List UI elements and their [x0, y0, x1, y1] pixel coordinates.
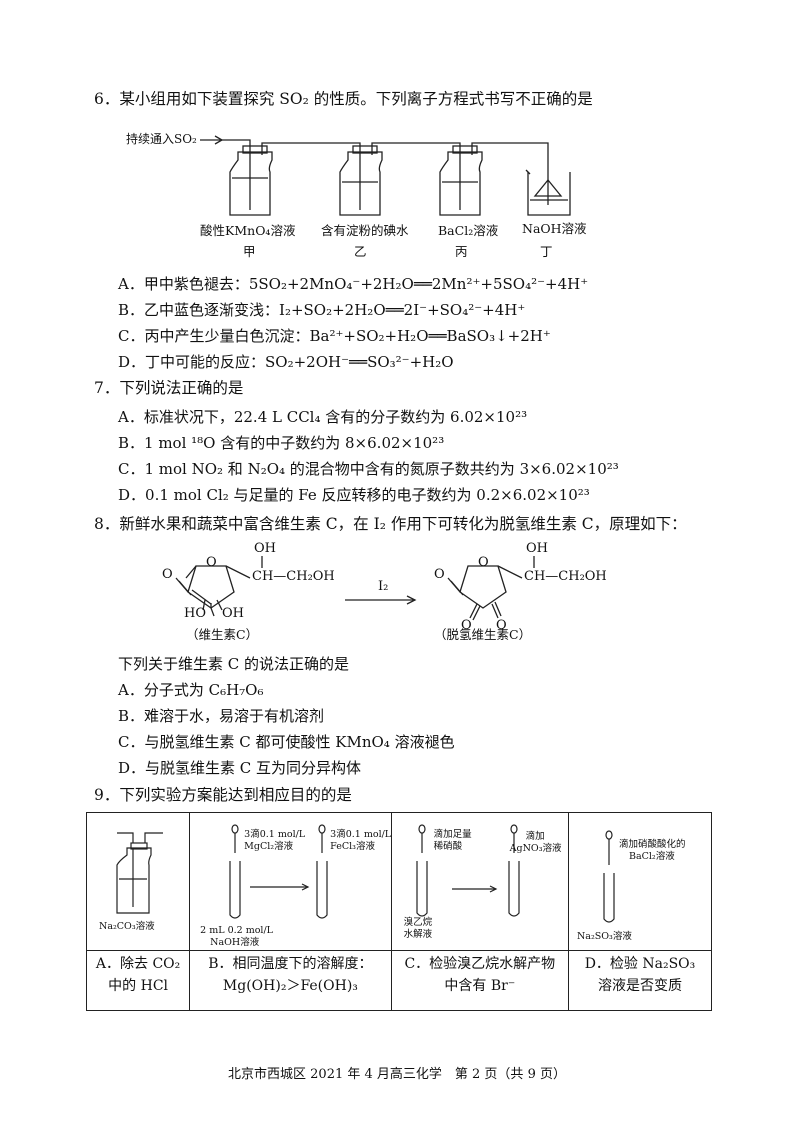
q7-option-a: A．标准状况下，22.4 L CCl₄ 含有的分子数约为 6.02×10²³: [118, 408, 528, 426]
gas-washing-bottle-icon: [116, 832, 163, 914]
d-cap2: 溶液是否变质: [597, 978, 682, 994]
q8-stem: 8．新鲜水果和蔬菜中富含维生素 C，在 I₂ 作用下可转化为脱氢维生素 C，原理…: [94, 515, 687, 533]
bottle-bing-name: 丙: [455, 244, 468, 259]
vc-oh-right: OH: [222, 606, 244, 621]
cell-a-label: Na₂CO₃溶液: [99, 921, 155, 932]
vc-name: （维生素C）: [186, 627, 259, 642]
vc-ho-left: HO: [184, 606, 206, 621]
d-drop1b: BaCl₂溶液: [628, 851, 675, 862]
tube-sequence-c: [416, 824, 520, 917]
q9-experiment-table: Na₂CO₃溶液 3滴0.1 mol/L MgCl₂溶液 3滴0.1 mol/L…: [85, 812, 713, 1011]
vc-chain: CH—CH₂OH: [252, 569, 335, 584]
bottle-bing-label: BaCl₂溶液: [438, 223, 499, 238]
cell-a-figure: Na₂CO₃溶液: [85, 812, 191, 951]
b-drop1: 3滴0.1 mol/L: [244, 829, 306, 840]
vitamin-c-structures: [175, 556, 535, 621]
q6-option-b: B．乙中蓝色逐渐变浅：I₂+SO₂+2H₂O══2I⁻+SO₄²⁻+4H⁺: [118, 301, 526, 319]
cell-a-caption: A．除去 CO₂ 中的 HCl: [85, 950, 191, 1011]
q7-option-d: D．0.1 mol Cl₂ 与足量的 Fe 反应转移的电子数约为 0.2×6.0…: [118, 486, 590, 504]
c-tubeb: 水解液: [403, 929, 433, 940]
cell-d-figure: 滴加硝酸酸化的 BaCl₂溶液 Na₂SO₃溶液: [567, 812, 713, 951]
dhvc-ring-o: O: [478, 555, 489, 570]
reagent-i2: I₂: [378, 579, 389, 594]
c-drop1b: 稀硝酸: [433, 841, 463, 852]
beaker-ding-name: 丁: [540, 244, 553, 259]
q9-stem: 9．下列实验方案能达到相应目的的是: [94, 786, 352, 804]
tube-d: [603, 830, 615, 923]
b-cap2: Mg(OH)₂＞Fe(OH)₃: [222, 978, 358, 994]
b-drop2b: FeCl₃溶液: [330, 841, 375, 852]
q8-option-c: C．与脱氢维生素 C 都可使酸性 KMnO₄ 溶液褪色: [118, 733, 455, 751]
q8-sub-stem: 下列关于维生素 C 的说法正确的是: [118, 655, 350, 673]
c-tube: 溴乙烷: [403, 917, 433, 928]
b-drop2: 3滴0.1 mol/L: [330, 829, 392, 840]
apparatus-diagram: [200, 135, 571, 216]
q8-option-d: D．与脱氢维生素 C 互为同分异构体: [118, 759, 362, 777]
dhvc-o-bottom-left: O: [461, 618, 472, 633]
d-tube: Na₂SO₃溶液: [576, 931, 632, 942]
bottle-yi-name: 乙: [354, 244, 367, 259]
dhvc-o-bottom-right: O: [496, 618, 507, 633]
a-cap1: A．除去 CO₂: [95, 956, 181, 972]
cell-b-caption: B．相同温度下的溶解度： Mg(OH)₂＞Fe(OH)₃: [189, 950, 392, 1011]
cell-b-figure: 3滴0.1 mol/L MgCl₂溶液 3滴0.1 mol/L FeCl₃溶液 …: [189, 812, 392, 951]
vc-ring-o: O: [206, 555, 217, 570]
beaker-ding-label: NaOH溶液: [522, 221, 587, 236]
cell-d-caption: D．检验 Na₂SO₃ 溶液是否变质: [567, 950, 713, 1011]
cell-c-figure: 滴加足量 稀硝酸 滴加 AgNO₃溶液 溴乙烷 水解液: [390, 812, 569, 951]
c-drop2b: AgNO₃溶液: [509, 843, 562, 854]
q6-option-d: D．丁中可能的反应：SO₂+2OH⁻══SO₃²⁻+H₂O: [118, 353, 454, 371]
d-drop1: 滴加硝酸酸化的: [618, 839, 686, 850]
d-cap1: D．检验 Na₂SO₃: [584, 956, 696, 972]
q8-option-a: A．分子式为 C₆H₇O₆: [118, 681, 264, 699]
q6-option-c: C．丙中产生少量白色沉淀：Ba²⁺+SO₂+H₂O══BaSO₃↓+2H⁺: [118, 327, 551, 345]
inlet-label: 持续通入SO₂: [126, 132, 197, 146]
b-drop1b: MgCl₂溶液: [244, 841, 294, 852]
dhvc-o-left: O: [434, 567, 445, 582]
c-drop2: 滴加: [525, 831, 545, 842]
c-cap2: 中含有 Br⁻: [444, 978, 516, 994]
vc-oh-top: OH: [254, 541, 276, 556]
q6-stem: 6．某小组用如下装置探究 SO₂ 的性质。下列离子方程式书写不正确的是: [94, 90, 593, 108]
dhvc-oh-top: OH: [526, 541, 548, 556]
dhvc-chain: CH—CH₂OH: [524, 569, 607, 584]
q8-option-b: B．难溶于水，易溶于有机溶剂: [118, 707, 325, 725]
tube-sequence-b: [229, 824, 328, 919]
b-tube: 2 mL 0.2 mol/L: [200, 925, 273, 936]
c-cap1: C．检验溴乙烷水解产物: [404, 956, 556, 972]
b-tubeb: NaOH溶液: [210, 937, 260, 948]
vc-o-left: O: [162, 567, 173, 582]
dhvc-name: （脱氢维生素C）: [434, 627, 532, 642]
b-cap1: B．相同温度下的溶解度：: [208, 956, 373, 972]
bottle-jia-label: 酸性KMnO₄溶液: [200, 223, 296, 238]
a-cap2: 中的 HCl: [108, 978, 169, 994]
c-drop1: 滴加足量: [433, 829, 472, 840]
cell-c-caption: C．检验溴乙烷水解产物 中含有 Br⁻: [390, 950, 569, 1011]
q7-stem: 7．下列说法正确的是: [94, 379, 244, 397]
bottle-jia-name: 甲: [243, 244, 256, 259]
bottle-yi-label: 含有淀粉的碘水: [321, 223, 409, 238]
q6-option-a: A．甲中紫色褪去：5SO₂+2MnO₄⁻+2H₂O══2Mn²⁺+5SO₄²⁻+…: [118, 275, 589, 293]
page-footer: 北京市西城区 2021 年 4 月高三化学 第 2 页（共 9 页）: [228, 1067, 566, 1082]
q7-option-c: C．1 mol NO₂ 和 N₂O₄ 的混合物中含有的氮原子数共约为 3×6.0…: [118, 460, 619, 478]
q7-option-b: B．1 mol ¹⁸O 含有的中子数约为 8×6.02×10²³: [118, 434, 445, 452]
